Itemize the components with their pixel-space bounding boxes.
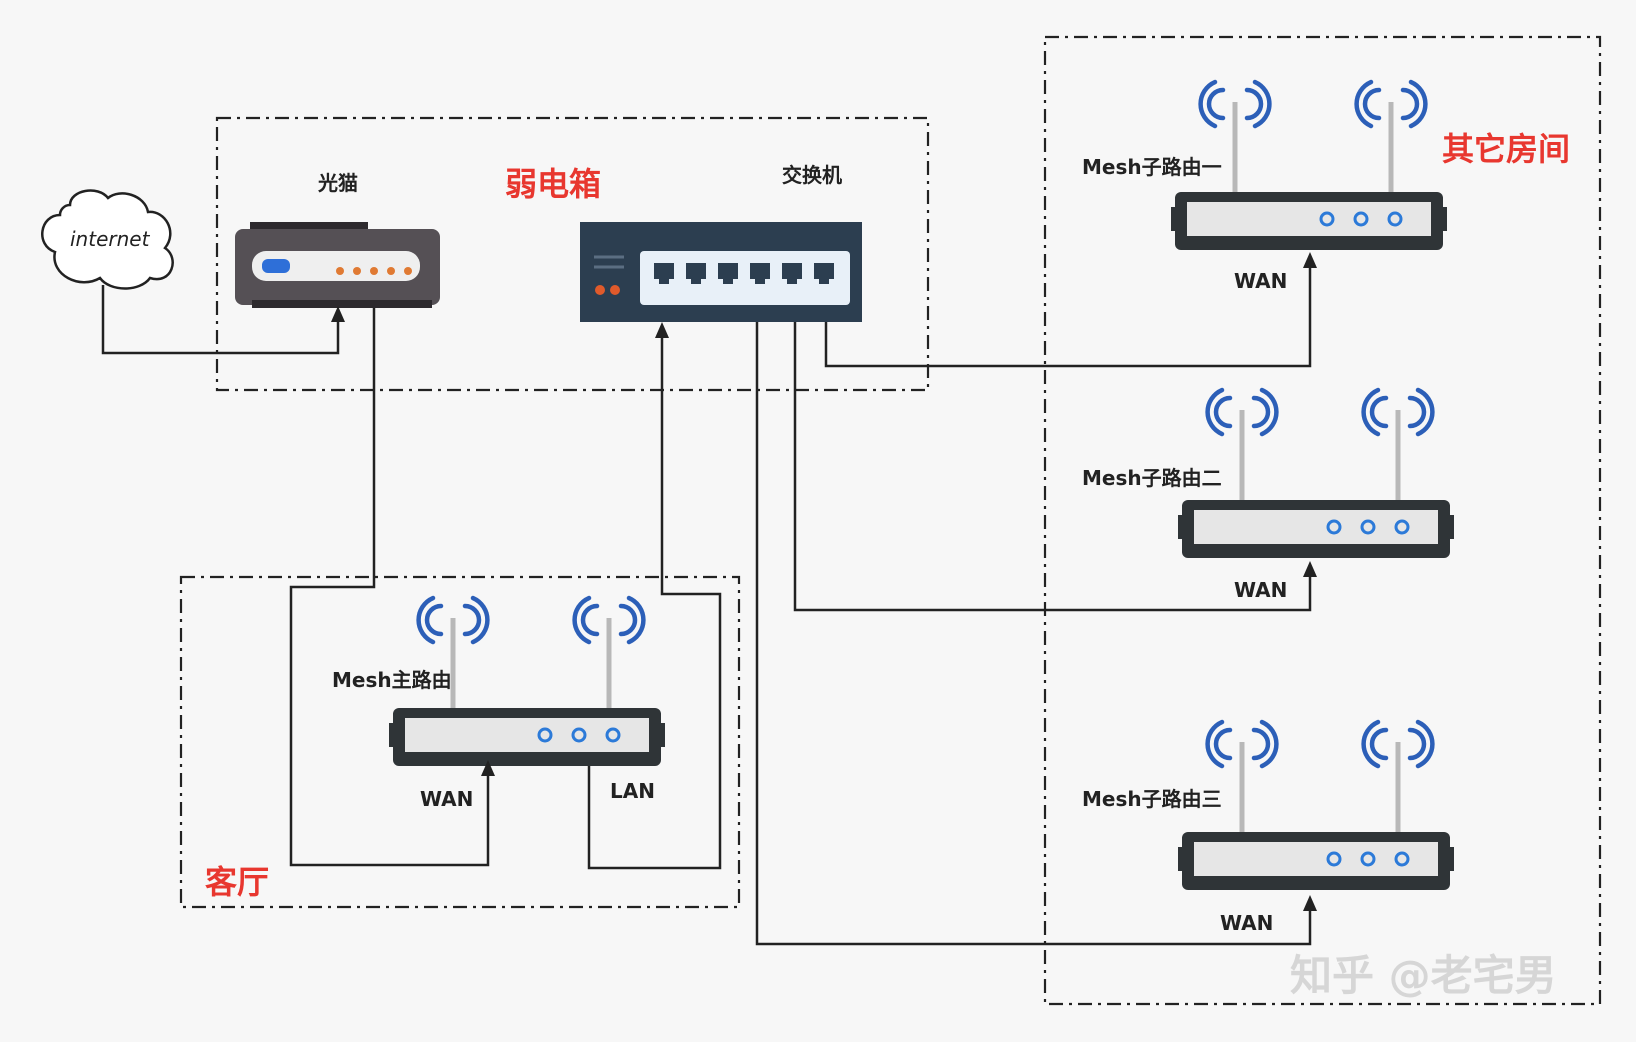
wire-switch-sub1 (824, 268, 1312, 368)
main-router-lan-label: LAN (610, 779, 655, 803)
arrow-sub3-in (1303, 895, 1317, 911)
sub-router-3-wan-label: WAN (1220, 911, 1273, 935)
sub-router-2-wan-label: WAN (1234, 578, 1287, 602)
wire-switch-sub3 (755, 322, 1312, 946)
switch-icon (580, 222, 862, 322)
zone-title-living-room: 客厅 (205, 863, 269, 901)
modem-icon (235, 222, 440, 308)
sub-router-3-label: Mesh子路由三 (1082, 787, 1222, 811)
main-router-wan-label: WAN (420, 787, 473, 811)
wire-switch-sub2 (793, 322, 1312, 612)
arrow-sub1-in (1303, 252, 1317, 268)
sub-router-1-label: Mesh子路由一 (1082, 155, 1222, 179)
arrow-switch-in (655, 322, 669, 338)
switch-label: 交换机 (782, 163, 842, 187)
internet-cloud-icon (41, 189, 174, 290)
internet-label: internet (70, 227, 151, 251)
zone-weak-box (215, 116, 930, 392)
zone-other-rooms (1043, 35, 1602, 1006)
wire-internet-modem (101, 285, 340, 355)
wire-modem-main-wan (289, 308, 490, 867)
sub-router-1-wan-label: WAN (1234, 269, 1287, 293)
zone-title-other-rooms: 其它房间 (1442, 130, 1570, 168)
main-router-label: Mesh主路由 (332, 668, 452, 692)
arrow-sub2-in (1303, 561, 1317, 577)
zone-title-weak-box: 弱电箱 (505, 165, 601, 203)
arrow-main-wan-in (481, 760, 495, 776)
watermark: 知乎 @老宅男 (1290, 951, 1557, 1000)
arrow-modem-in (331, 306, 345, 322)
zone-living-room (179, 575, 741, 909)
wire-main-lan-switch (587, 338, 722, 870)
sub-router-2-label: Mesh子路由二 (1082, 466, 1222, 490)
connection-lines (101, 252, 1317, 946)
modem-label: 光猫 (317, 171, 358, 195)
